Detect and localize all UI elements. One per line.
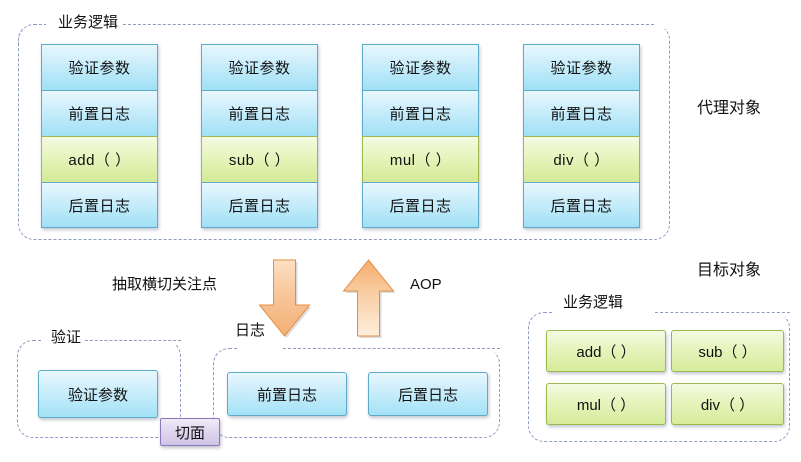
target-method-label: sub（ ） (698, 343, 757, 361)
proxy-container-top-left-corner (18, 24, 46, 44)
before-log-label: 前置日志 (256, 386, 317, 404)
card-row-method: div（ ） (523, 136, 640, 182)
card-row-method: mul（ ） (362, 136, 479, 182)
validate-container-caption: 验证 (48, 329, 85, 347)
validate-container-top-border (80, 340, 181, 341)
target-container-top-border (655, 312, 790, 313)
target-method-label: add（ ） (576, 343, 636, 361)
card-row-validate-params: 验证参数 (523, 44, 640, 90)
card-row-method: add（ ） (41, 136, 158, 182)
proxy-method-card: 验证参数 前置日志 add（ ） 后置日志 (41, 44, 158, 228)
validate-container-top-left-corner (17, 340, 41, 358)
target-method-box-div: div（ ） (671, 383, 784, 425)
target-business-logic-container (528, 312, 790, 442)
card-row-after-log: 后置日志 (523, 182, 640, 228)
card-row-after-log: 后置日志 (362, 182, 479, 228)
before-log-box: 前置日志 (227, 372, 347, 416)
log-container-top-border (283, 348, 500, 349)
target-method-label: div（ ） (700, 396, 755, 414)
log-container-top-left-corner (213, 348, 237, 366)
log-container-caption: 日志 (232, 322, 269, 340)
after-log-box: 后置日志 (368, 372, 488, 416)
card-row-method: sub（ ） (201, 136, 318, 182)
validate-params-label: 验证参数 (67, 386, 128, 404)
target-method-box-sub: sub（ ） (671, 330, 784, 372)
target-container-caption: 业务逻辑 (560, 294, 627, 312)
proxy-container-top-border (118, 24, 654, 25)
target-container-top-left-corner (528, 312, 552, 330)
aspect-tag-label: 切面 (174, 424, 205, 442)
validate-aspect-container (17, 340, 181, 438)
card-row-after-log: 后置日志 (201, 182, 318, 228)
card-row-validate-params: 验证参数 (362, 44, 479, 90)
proxy-method-card: 验证参数 前置日志 sub（ ） 后置日志 (201, 44, 318, 228)
proxy-container-caption: 业务逻辑 (55, 14, 122, 32)
after-log-label: 后置日志 (397, 386, 458, 404)
card-row-after-log: 后置日志 (41, 182, 158, 228)
proxy-method-card: 验证参数 前置日志 div（ ） 后置日志 (523, 44, 640, 228)
validate-params-box: 验证参数 (38, 370, 158, 418)
log-aspect-container (213, 348, 500, 438)
card-row-before-log: 前置日志 (41, 90, 158, 136)
aspect-tag: 切面 (160, 418, 220, 446)
down-arrow-icon (258, 258, 314, 340)
card-row-before-log: 前置日志 (362, 90, 479, 136)
extract-crosscutting-concerns-label: 抽取横切关注点 (112, 276, 218, 293)
target-method-label: mul（ ） (576, 396, 636, 414)
proxy-business-logic-container (18, 24, 670, 240)
target-object-label: 目标对象 (697, 262, 762, 279)
proxy-method-card: 验证参数 前置日志 mul（ ） 后置日志 (362, 44, 479, 228)
card-row-validate-params: 验证参数 (201, 44, 318, 90)
aop-label: AOP (410, 276, 442, 293)
target-method-box-add: add（ ） (546, 330, 666, 372)
target-method-box-mul: mul（ ） (546, 383, 666, 425)
card-row-before-log: 前置日志 (201, 90, 318, 136)
proxy-object-label: 代理对象 (697, 100, 762, 117)
card-row-before-log: 前置日志 (523, 90, 640, 136)
up-arrow-icon (342, 258, 398, 340)
card-row-validate-params: 验证参数 (41, 44, 158, 90)
